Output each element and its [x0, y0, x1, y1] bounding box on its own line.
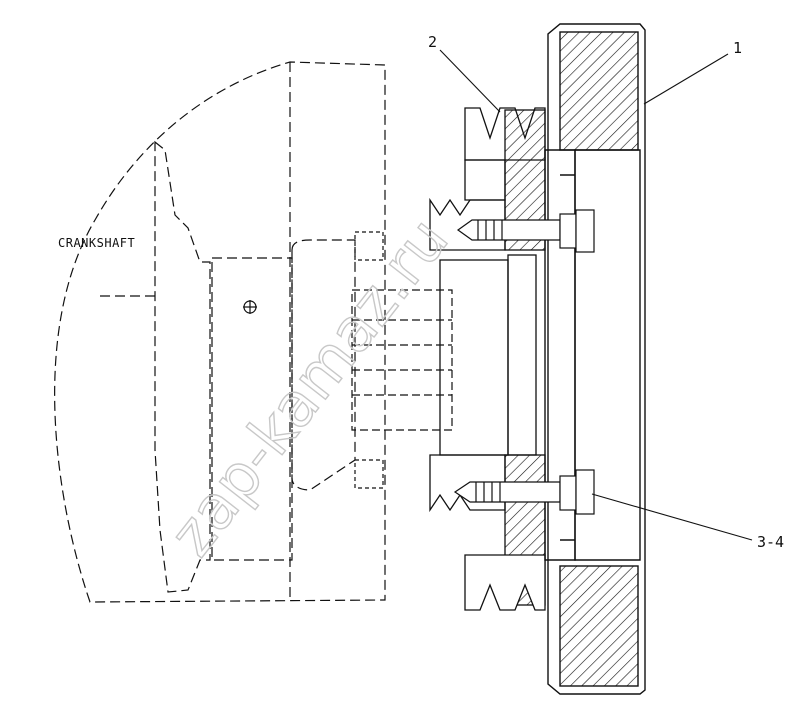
leader-lines — [439, 49, 753, 541]
upper-bolt — [456, 209, 595, 253]
crankshaft-hub — [243, 231, 453, 491]
watermark: zap-kamaz.ru — [157, 205, 463, 569]
lower-bolt — [453, 469, 595, 515]
damper — [544, 23, 646, 695]
part-label-1: 1 — [733, 39, 742, 57]
crankshaft-label: CRANKSHAFT — [58, 236, 135, 250]
part-label-3-4: 3-4 — [757, 533, 784, 551]
pulley — [429, 107, 546, 611]
part-label-2: 2 — [428, 33, 437, 51]
